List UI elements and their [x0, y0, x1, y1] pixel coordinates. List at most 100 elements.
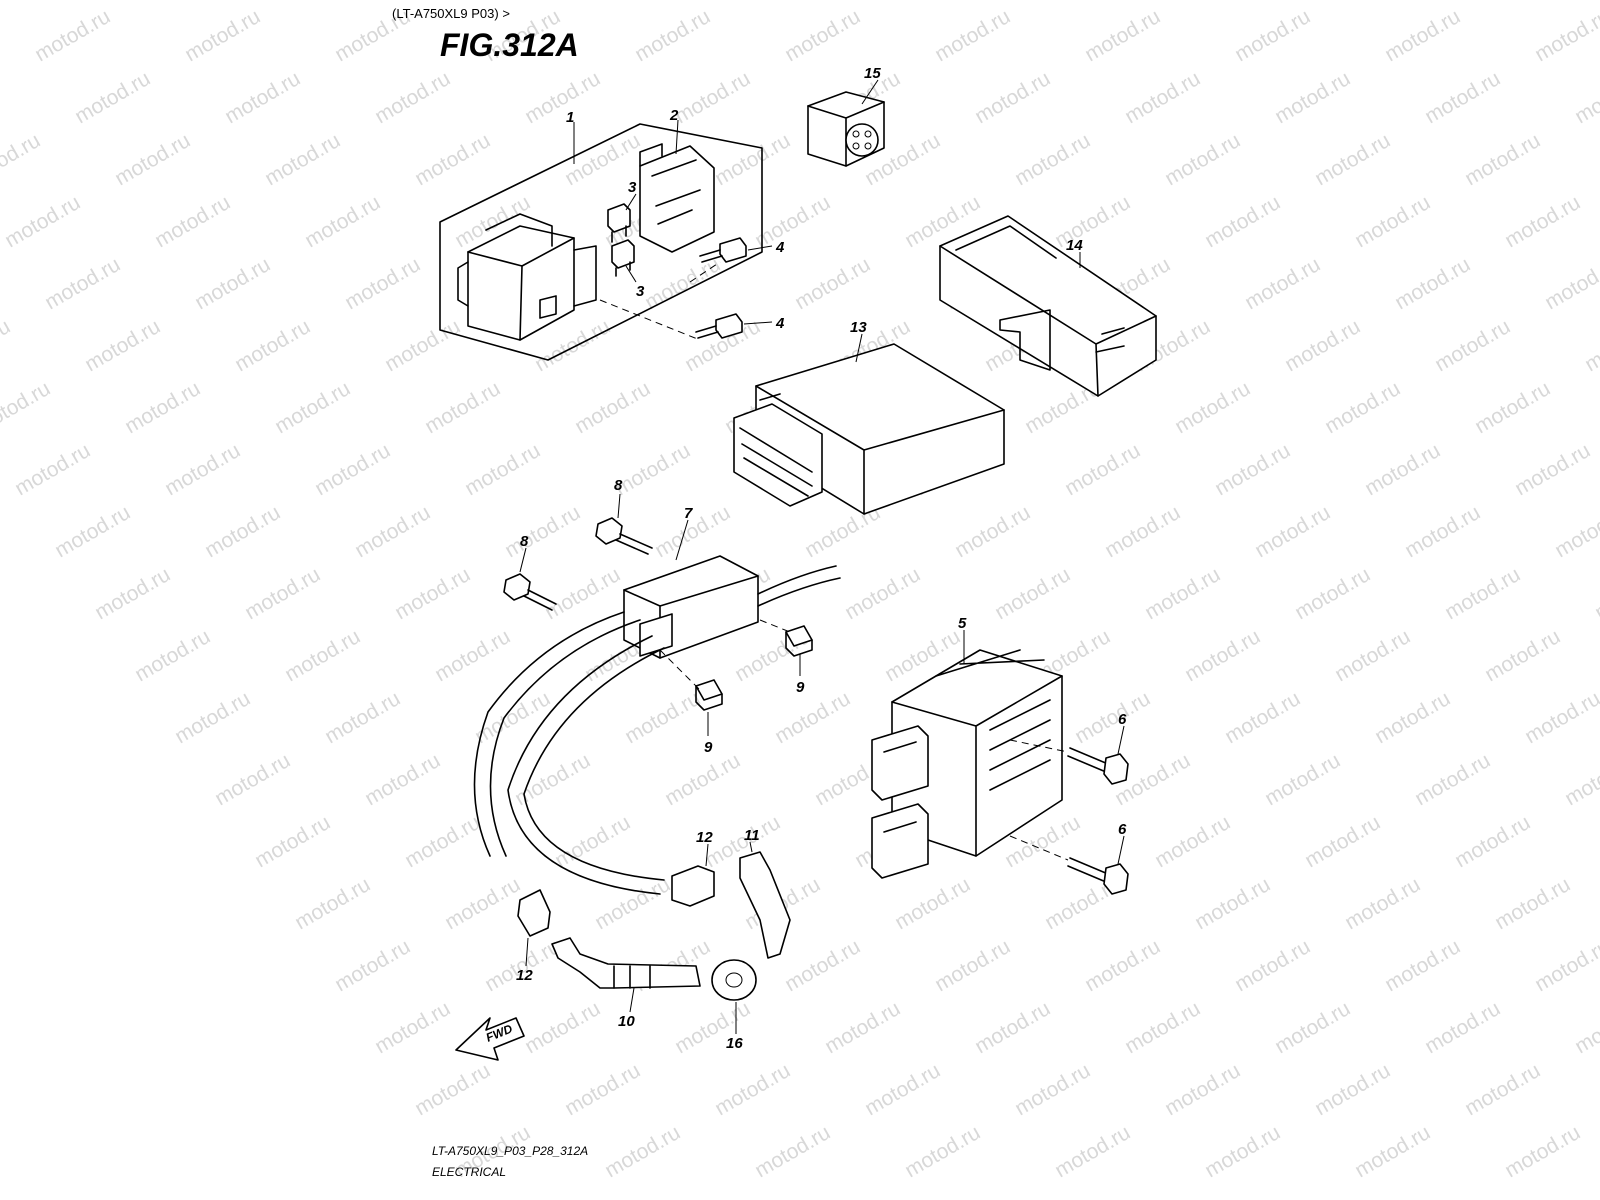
watermark-text: motod.ru	[781, 935, 864, 996]
watermark-text: motod.ru	[1231, 5, 1314, 66]
watermark-text: motod.ru	[1571, 67, 1600, 128]
callout-7: 7	[684, 505, 693, 522]
watermark-text: motod.ru	[411, 1059, 494, 1120]
watermark-text: motod.ru	[1271, 997, 1354, 1058]
watermark-text: motod.ru	[431, 625, 514, 686]
watermark-text: motod.ru	[1341, 873, 1424, 934]
watermark-text: motod.ru	[1491, 873, 1574, 934]
watermark-text: motod.ru	[1311, 1059, 1394, 1120]
watermark-text: motod.ru	[1281, 315, 1364, 376]
part-10-plug-cap	[551, 937, 701, 989]
watermark-text: motod.ru	[321, 687, 404, 748]
part-16-washer	[711, 959, 757, 1001]
watermark-text: motod.ru	[221, 67, 304, 128]
watermark-text: motod.ru	[1061, 439, 1144, 500]
watermark-text: motod.ru	[1531, 5, 1600, 66]
watermark-text: motod.ru	[1551, 501, 1600, 562]
watermark-text: motod.ru	[1161, 1059, 1244, 1120]
watermark-text: motod.ru	[251, 811, 334, 872]
watermark-text: motod.ru	[351, 501, 434, 562]
watermark-text: motod.ru	[371, 67, 454, 128]
watermark-text: motod.ru	[661, 749, 744, 810]
callout-4-lower: 4	[775, 315, 785, 332]
callout-3-lower: 3	[636, 283, 645, 300]
watermark-text: motod.ru	[1461, 129, 1544, 190]
watermark-text: motod.ru	[111, 129, 194, 190]
part-5-regulator-rectifier	[871, 649, 1063, 879]
watermark-text: motod.ru	[231, 315, 314, 376]
watermark-text: motod.ru	[671, 67, 754, 128]
watermark-text: motod.ru	[1, 191, 84, 252]
watermark-text: motod.ru	[1071, 687, 1154, 748]
watermark-text: motod.ru	[1511, 439, 1594, 500]
watermark-text: motod.ru	[151, 191, 234, 252]
watermark-text: motod.ru	[951, 501, 1034, 562]
watermark-text: motod.ru	[1351, 1121, 1434, 1182]
watermark-text: motod.ru	[1461, 1059, 1544, 1120]
watermark-text: motod.ru	[631, 5, 714, 66]
watermark-text: motod.ru	[561, 1059, 644, 1120]
watermark-text: motod.ru	[1481, 625, 1564, 686]
watermark-text: motod.ru	[171, 687, 254, 748]
callout-11: 11	[744, 827, 760, 844]
watermark-text: motod.ru	[1311, 129, 1394, 190]
part-12-lead-caps	[517, 865, 715, 937]
watermark-text: motod.ru	[291, 873, 374, 934]
callout-6-upper: 6	[1118, 711, 1127, 728]
watermark-text: motod.ru	[241, 563, 324, 624]
watermark-text: motod.ru	[261, 129, 344, 190]
part-7-ignition-coil	[473, 555, 841, 895]
watermark-text: motod.ru	[621, 687, 704, 748]
watermark-text: motod.ru	[821, 997, 904, 1058]
watermark-text: motod.ru	[601, 1121, 684, 1182]
part-4-bolts	[599, 237, 747, 341]
watermark-text: motod.ru	[471, 687, 554, 748]
fwd-direction-arrow: FWD	[455, 1017, 525, 1061]
callout-4-upper: 4	[775, 239, 785, 256]
part-15-relay-connector	[807, 91, 885, 167]
watermark-text: motod.ru	[1081, 935, 1164, 996]
watermark-text: motod.ru	[0, 377, 54, 438]
watermark-text: motod.ru	[1591, 563, 1600, 624]
part-8-coil-bolts	[503, 517, 653, 611]
watermark-text: motod.ru	[1191, 873, 1274, 934]
watermark-text: motod.ru	[521, 997, 604, 1058]
watermark-text: motod.ru	[1101, 501, 1184, 562]
watermark-text: motod.ru	[1381, 5, 1464, 66]
watermark-text: motod.ru	[1221, 687, 1304, 748]
watermark-text: motod.ru	[1141, 563, 1224, 624]
watermark-text: motod.ru	[751, 1121, 834, 1182]
watermark-text: motod.ru	[401, 811, 484, 872]
watermark-text: motod.ru	[211, 749, 294, 810]
watermark-text: motod.ru	[1401, 501, 1484, 562]
callout-9-left: 9	[704, 739, 713, 756]
callout-16: 16	[726, 1035, 743, 1052]
watermark-text: motod.ru	[971, 67, 1054, 128]
watermark-text: motod.ru	[291, 0, 374, 4]
watermark-text: motod.ru	[711, 1059, 794, 1120]
watermark-text: motod.ru	[1291, 563, 1374, 624]
watermark-text: motod.ru	[441, 873, 524, 934]
watermark-text: motod.ru	[1471, 377, 1554, 438]
watermark-text: motod.ru	[391, 563, 474, 624]
watermark-text: motod.ru	[521, 67, 604, 128]
watermark-text: motod.ru	[1161, 129, 1244, 190]
part-6-regulator-bolts	[1009, 739, 1129, 895]
watermark-text: motod.ru	[711, 129, 794, 190]
watermark-text: motod.ru	[81, 315, 164, 376]
footer-code: LT-A750XL9_P03_P28_312A	[432, 1144, 589, 1158]
watermark-text: motod.ru	[1301, 811, 1384, 872]
callout-10: 10	[618, 1013, 635, 1030]
watermark-text: motod.ru	[1391, 253, 1474, 314]
watermark-text: motod.ru	[971, 997, 1054, 1058]
watermark-text: motod.ru	[1201, 1121, 1284, 1182]
watermark-text: motod.ru	[1411, 749, 1494, 810]
watermark-text: motod.ru	[591, 0, 674, 4]
callout-6-lower: 6	[1118, 821, 1127, 838]
watermark-text: motod.ru	[0, 129, 44, 190]
callout-5: 5	[958, 615, 967, 632]
watermark-text: motod.ru	[1181, 625, 1264, 686]
watermark-text: motod.ru	[641, 253, 724, 314]
watermark-text: motod.ru	[1051, 191, 1134, 252]
